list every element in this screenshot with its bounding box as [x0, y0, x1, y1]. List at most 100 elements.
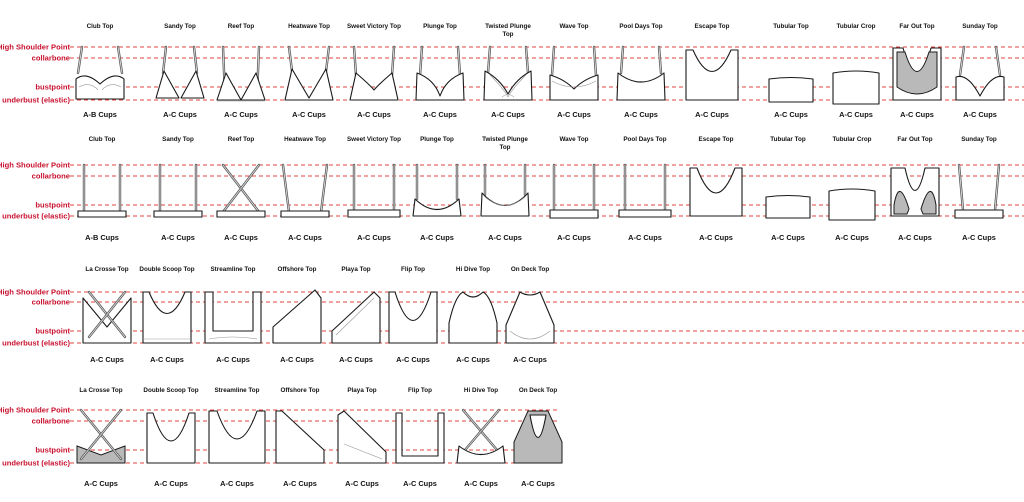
garment-sketch [337, 410, 387, 464]
garment-sketch [892, 47, 942, 101]
garment-sketch [146, 412, 196, 464]
label-bustpoint-row-4: bustpoint [35, 446, 70, 455]
cup-size-label: A-C Cups [154, 479, 188, 488]
label-high-shoulder-row-1: High Shoulder Point [0, 43, 70, 52]
cup-size-label: A-C Cups [624, 110, 658, 119]
style-name: Pool Days Top [623, 136, 666, 143]
garment-sketch [216, 163, 266, 218]
cup-size-label: A-C Cups [513, 355, 547, 364]
style-name: Sweet Victory Top [347, 136, 401, 143]
garment-sketch [204, 291, 262, 344]
cup-size-label: A-C Cups [292, 110, 326, 119]
garment-sketch [77, 163, 127, 218]
style-name: Streamline Top [210, 266, 255, 273]
style-name: Sunday Top [962, 23, 998, 30]
cup-size-label: A-C Cups [835, 233, 869, 242]
garment-sketch [280, 163, 330, 218]
cup-size-label: A-C Cups [456, 355, 490, 364]
garment-sketch [208, 410, 266, 464]
label-underbust-row-4: underbust (elastic) [2, 459, 70, 468]
cup-size-label: A-C Cups [216, 355, 250, 364]
cup-size-label: A-C Cups [771, 233, 805, 242]
label-collarbone-row-1: collarbone [32, 54, 70, 63]
garment-sketch [832, 70, 880, 105]
garment-sketch [412, 163, 462, 217]
cup-size-label: A-C Cups [488, 233, 522, 242]
garment-sketch [505, 291, 555, 344]
style-name: Tubular Top [770, 136, 806, 143]
style-name: Wave Top [559, 136, 588, 143]
reference-labels: High Shoulder Point collarbone bustpoint un… [0, 43, 70, 468]
garment-sketch [349, 45, 399, 101]
cup-size-label: A-C Cups [420, 233, 454, 242]
cup-size-label: A-C Cups [288, 233, 322, 242]
garment-sketch [216, 45, 266, 102]
style-name: La Crosse Top [79, 387, 122, 394]
label-high-shoulder-row-3: High Shoulder Point [0, 288, 70, 297]
style-name: Wave Top [559, 23, 588, 30]
garment-sketch [513, 410, 563, 464]
cup-size-label: A-C Cups [339, 355, 373, 364]
cup-size-label: A-C Cups [224, 233, 258, 242]
style-name: Plunge Top [420, 136, 454, 143]
cup-size-label: A-C Cups [357, 110, 391, 119]
garment-sketch [616, 45, 666, 101]
cup-size-label: A-C Cups [396, 355, 430, 364]
cup-size-label: A-C Cups [220, 479, 254, 488]
cup-size-label: A-C Cups [839, 110, 873, 119]
label-bustpoint-row-2: bustpoint [35, 201, 70, 210]
style-name: Sunday Top [961, 136, 997, 143]
style-name: Offshore Top [280, 387, 319, 394]
cup-size-label: A-B Cups [85, 233, 119, 242]
style-name: Club Top [89, 136, 116, 143]
garment-sketch [284, 45, 334, 101]
cup-size-label: A-C Cups [898, 233, 932, 242]
garment-sketch [768, 76, 814, 103]
garment-sketch [76, 408, 126, 464]
style-name: Sandy Top [164, 23, 196, 30]
reference-guides [70, 46, 1024, 464]
label-bustpoint-row-1: bustpoint [35, 83, 70, 92]
garment-sketch [765, 194, 811, 219]
style-name: Reef Top [228, 136, 255, 143]
label-bustpoint-row-3: bustpoint [35, 327, 70, 336]
cup-size-label: A-C Cups [963, 110, 997, 119]
garment-sketch [82, 290, 132, 344]
cup-size-label: A-C Cups [150, 355, 184, 364]
style-name: Sweet Victory Top [347, 23, 401, 30]
style-name: Offshore Top [277, 266, 316, 273]
label-underbust-row-1: underbust (elastic) [2, 96, 70, 105]
cup-size-label: A-C Cups [163, 110, 197, 119]
style-name: Escape Top [695, 23, 730, 30]
style-name: Far Out Top [899, 23, 934, 30]
style-name: Sandy Top [162, 136, 194, 143]
style-name: Flip Top [408, 387, 432, 394]
style-name: Flip Top [401, 266, 425, 273]
garment-sketch [153, 163, 203, 218]
style-name: La Crosse Top [85, 266, 128, 273]
garment-sketch [272, 289, 322, 344]
cup-size-label: A-C Cups [557, 110, 591, 119]
garment-sketch [395, 412, 445, 464]
garment-sketch [388, 291, 438, 344]
